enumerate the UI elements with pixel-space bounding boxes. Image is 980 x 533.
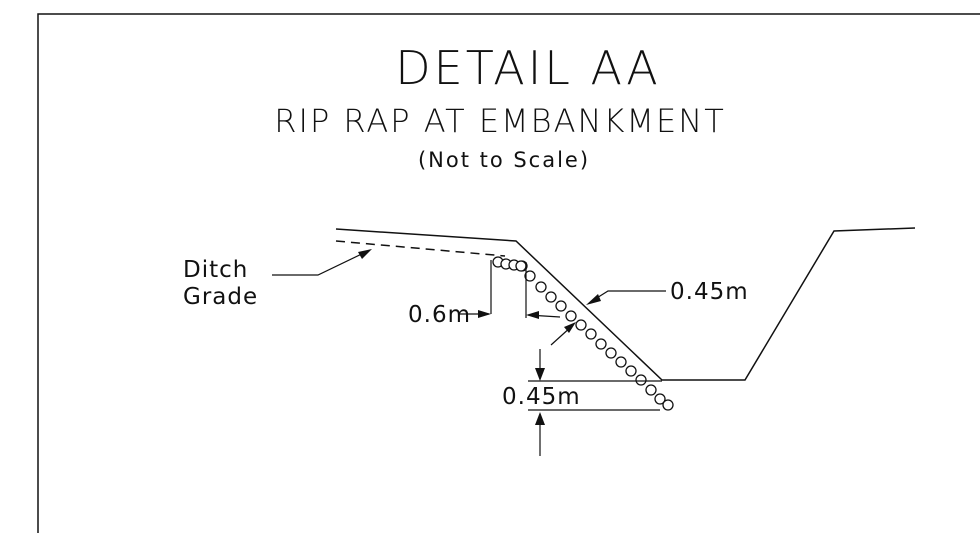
rip-rap-stone xyxy=(515,260,527,272)
ditch-label-line2: Grade xyxy=(183,284,258,310)
detail-subtitle: RIP RAP AT EMBANKMENT xyxy=(274,102,725,140)
rip-rap-stone xyxy=(605,347,617,359)
rip-rap-stone xyxy=(625,365,637,377)
bottom-thickness-arrowhead-top xyxy=(535,368,545,381)
rip-rap-stone xyxy=(555,300,567,312)
ditch-grade-arrowhead xyxy=(358,249,372,259)
width-arrowhead-right xyxy=(526,311,539,319)
bottom-thickness-label: 0.45m xyxy=(502,384,581,410)
rip-rap-stone xyxy=(645,384,657,396)
rip-rap-stones xyxy=(492,256,674,411)
width-arrowhead-left xyxy=(478,310,491,318)
rip-rap-stone xyxy=(524,270,536,282)
rip-rap-stone xyxy=(595,338,607,350)
rip-rap-stone xyxy=(662,399,674,411)
slope-thickness-arrowhead-top xyxy=(586,294,601,305)
ditch-label-line1: Ditch xyxy=(183,257,248,283)
width-dimension-label: 0.6m xyxy=(408,302,471,328)
rip-rap-stone xyxy=(535,281,547,293)
bottom-thickness-arrowhead-bottom xyxy=(535,412,545,425)
ditch-grade-line xyxy=(335,240,506,257)
rip-rap-stone xyxy=(615,356,627,368)
ground-profile-line xyxy=(335,227,916,381)
slope-thickness-label: 0.45m xyxy=(670,279,749,305)
rip-rap-stone xyxy=(635,374,647,386)
slope-thickness-arrowhead-bottom xyxy=(564,322,576,333)
rip-rap-stone xyxy=(565,310,577,322)
ditch-grade-leader xyxy=(272,249,371,276)
sheet-border xyxy=(37,13,980,533)
detail-title: DETAIL AA xyxy=(395,41,661,95)
slope-thickness-leader xyxy=(591,290,666,302)
scale-note: (Not to Scale) xyxy=(418,148,590,172)
rip-rap-stone xyxy=(654,393,666,405)
rip-rap-stone xyxy=(545,291,557,303)
rip-rap-stone xyxy=(575,319,587,331)
rip-rap-stone xyxy=(585,328,597,340)
